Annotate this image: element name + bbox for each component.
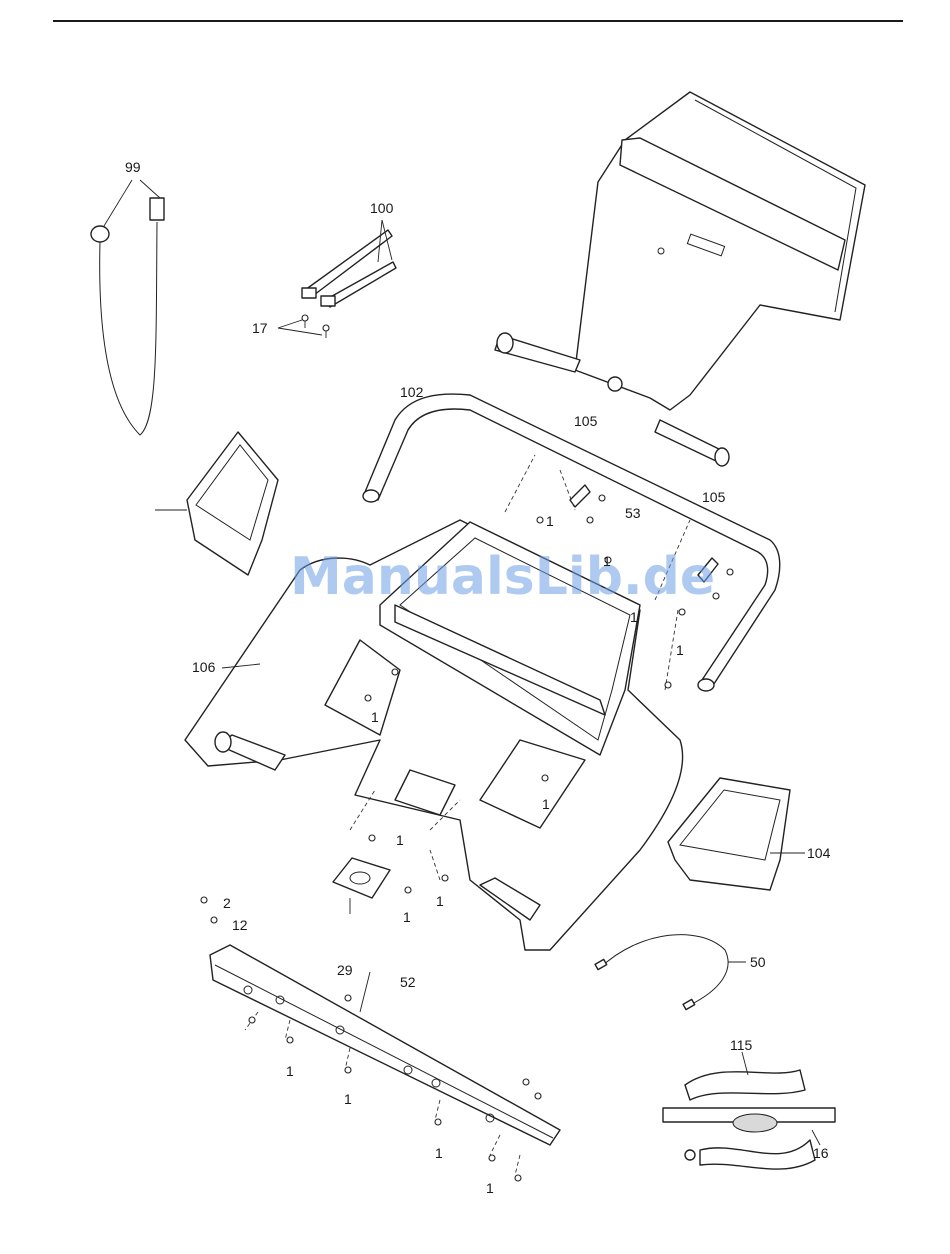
callout-1: 1 — [371, 709, 379, 725]
callout-17: 17 — [252, 320, 268, 336]
callout-1: 1 — [344, 1091, 352, 1107]
callout-100: 100 — [370, 200, 394, 216]
callout-29: 29 — [337, 962, 353, 978]
callout-1: 1 — [436, 893, 444, 909]
lower-rail — [201, 897, 560, 1181]
watermark: ManualsLib.de — [290, 547, 715, 607]
callout-1: 1 — [546, 513, 554, 529]
part-104-cup-holder — [668, 778, 805, 890]
console-housing — [495, 92, 865, 466]
callout-105: 105 — [702, 489, 726, 505]
callout-104: 104 — [807, 845, 831, 861]
callout-1: 1 — [603, 553, 611, 569]
callout-105: 105 — [574, 413, 598, 429]
callout-1: 1 — [542, 796, 550, 812]
part-100-brackets — [302, 220, 396, 307]
callout-53: 53 — [625, 505, 641, 521]
callout-99: 99 — [125, 159, 141, 175]
callout-2: 2 — [223, 895, 231, 911]
callout-102: 102 — [400, 384, 424, 400]
callout-115: 115 — [730, 1037, 753, 1053]
callout-1: 1 — [676, 642, 684, 658]
callout-1: 1 — [286, 1063, 294, 1079]
callout-16: 16 — [813, 1145, 829, 1161]
mounting-plate — [333, 858, 390, 914]
callout-1: 1 — [630, 609, 638, 625]
part-99-key-cord — [91, 180, 164, 435]
callout-1: 1 — [403, 909, 411, 925]
callout-1: 1 — [435, 1145, 443, 1161]
part-115-16-chest-strap — [663, 1052, 835, 1169]
callout-106: 106 — [192, 659, 216, 675]
callout-12: 12 — [232, 917, 248, 933]
cup-holder-left — [155, 432, 278, 575]
part-105-bracket-left — [570, 485, 605, 523]
callout-1: 1 — [396, 832, 404, 848]
part-17-screws — [278, 315, 329, 338]
callout-50: 50 — [750, 954, 766, 970]
callout-1: 1 — [486, 1180, 494, 1196]
part-50-cable — [595, 935, 746, 1010]
callout-52: 52 — [400, 974, 416, 990]
